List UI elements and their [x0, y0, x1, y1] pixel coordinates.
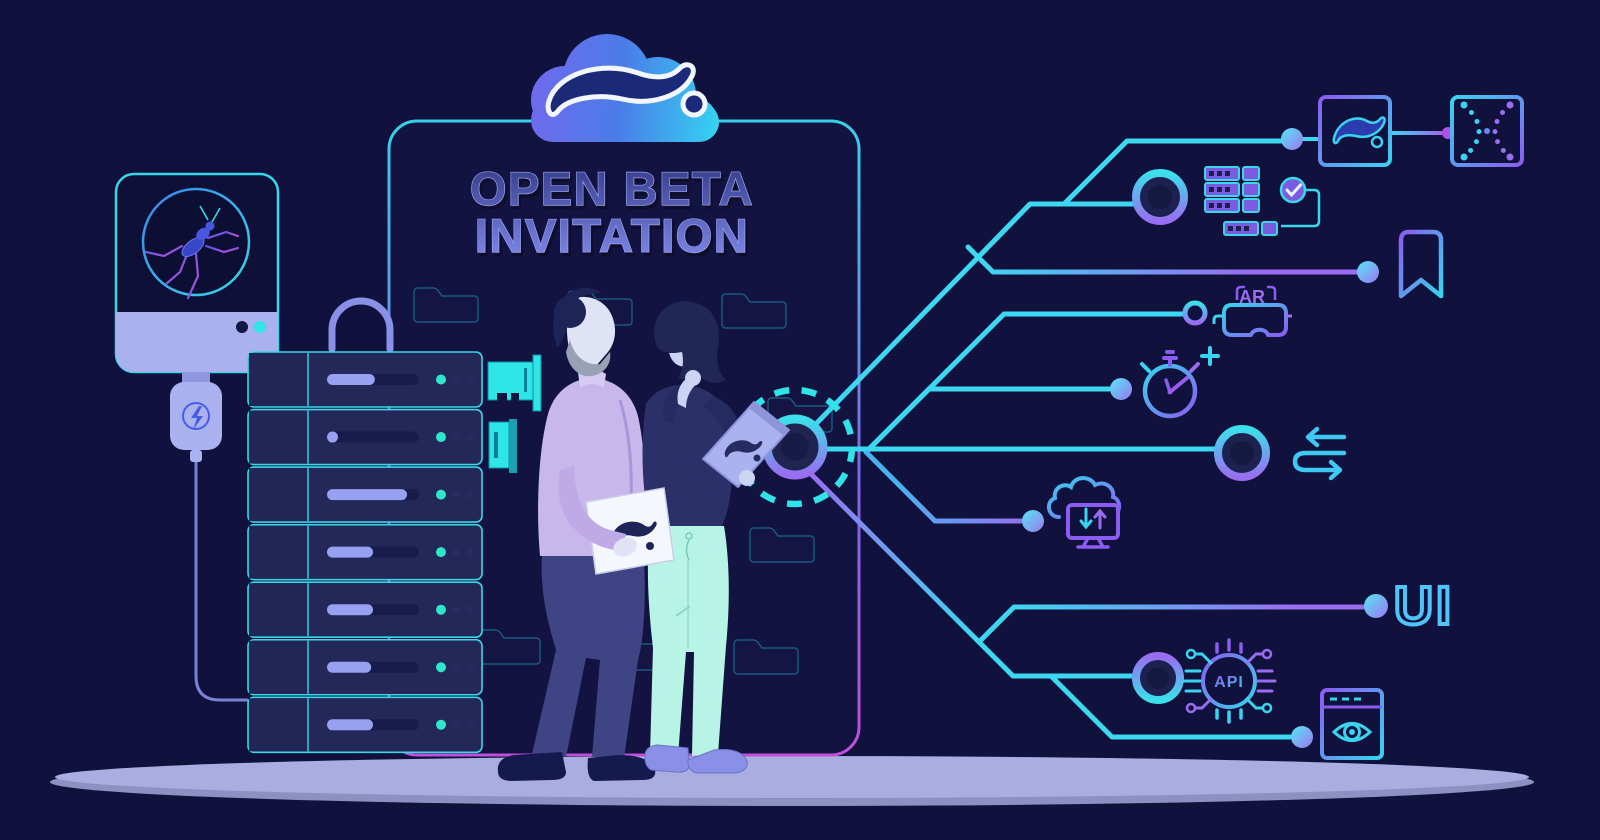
woman-hair-front: [661, 306, 694, 350]
bookmark-icon: [1398, 229, 1444, 299]
power-cable: [194, 462, 248, 702]
server-unit: [247, 408, 483, 466]
line-analytics: [1061, 138, 1284, 207]
cloud-dot: [680, 90, 708, 118]
line-stopwatch: [864, 386, 1112, 454]
node-ball-analytics: [1281, 128, 1303, 150]
line-servers: [807, 201, 1139, 433]
node-api: [1132, 652, 1184, 704]
node-servers: [1132, 169, 1188, 225]
api-label: API: [1214, 674, 1244, 691]
man-beard: [566, 340, 611, 377]
document-folder: [558, 466, 675, 575]
page-title: OPEN BETA INVITATION: [469, 161, 754, 262]
line-ui: [976, 604, 1366, 645]
man-forearm: [558, 466, 626, 552]
title-line-2: INVITATION: [475, 209, 749, 262]
man-shoe-right: [587, 755, 656, 781]
man-hand: [613, 537, 637, 557]
node-ball-bookmark: [1357, 261, 1379, 283]
cassette-drives: [487, 354, 542, 473]
server-unit: [247, 466, 483, 523]
node-swap: [1214, 425, 1270, 481]
man-shoe-left: [497, 752, 566, 781]
woman-shoe-left: [644, 744, 690, 773]
stopwatch-icon: [1140, 346, 1220, 419]
server-unit: [247, 638, 483, 696]
particle-scatter-icon: [1450, 95, 1524, 167]
hub-core: [781, 433, 809, 461]
cloud-sync-icon: [1046, 476, 1122, 549]
tablet: [702, 401, 790, 488]
server-unit: [247, 696, 483, 754]
svg-text:UI: UI: [1394, 576, 1454, 636]
circuit-lines: [803, 131, 1443, 740]
circuit-nodes: [1022, 127, 1454, 748]
ar-label: AR: [1239, 287, 1265, 307]
line-diag-down: [803, 466, 982, 645]
plus-icon: [1200, 346, 1220, 366]
woman-hair: [654, 301, 726, 383]
node-ring-ar: [1182, 300, 1208, 326]
server-unit: [247, 523, 483, 581]
woman-hand-chin: [685, 370, 701, 386]
document-swoosh: [611, 521, 657, 544]
node-ball-browser: [1291, 726, 1313, 748]
platform-top: [55, 756, 1529, 798]
platform-shadow: [50, 756, 1534, 806]
node-ball-stopwatch: [1110, 378, 1132, 400]
cloud-logo-icon: [531, 34, 719, 142]
analytics-chart-icon: [1318, 95, 1392, 167]
api-chip-icon: API: [1181, 638, 1277, 724]
server-stack-check-icon: [1204, 166, 1321, 236]
indicator-dot-dark: [236, 321, 248, 333]
line-cloudsync: [864, 450, 1024, 524]
bug-icon: [141, 187, 251, 300]
power-plug-icon: [170, 372, 248, 702]
feature-icons: AR: [1046, 95, 1524, 760]
server-unit: [247, 581, 483, 639]
ar-glasses-icon: AR: [1212, 285, 1292, 337]
man-hair-back: [554, 296, 586, 328]
line-browser: [1048, 673, 1293, 740]
line-bookmark: [965, 244, 1360, 275]
cloud-swoosh: [545, 62, 696, 117]
node-ball-ui: [1364, 594, 1388, 618]
browser-eye-icon: [1320, 688, 1384, 760]
server-unit: [247, 351, 483, 408]
title-line-1: OPEN BETA: [470, 162, 754, 215]
node-ball-cloudsync: [1022, 510, 1044, 532]
man-pants: [532, 556, 645, 758]
woman-hand-tablet: [739, 470, 755, 486]
indicator-dot-cyan: [254, 321, 266, 333]
line-api: [976, 639, 1138, 679]
ui-label: UI: [1392, 574, 1454, 638]
server-rack: [247, 297, 542, 754]
swap-arrows-icon: [1292, 426, 1347, 481]
rack-handle: [328, 297, 394, 353]
eye-icon: [1331, 722, 1373, 742]
server-rack-units: [247, 351, 483, 754]
bug-scanner-device: [114, 172, 280, 702]
tablet-swoosh: [724, 440, 763, 458]
check-icon: [1285, 183, 1302, 198]
woman-shoe-right: [687, 749, 748, 774]
lightning-icon: [191, 406, 203, 430]
